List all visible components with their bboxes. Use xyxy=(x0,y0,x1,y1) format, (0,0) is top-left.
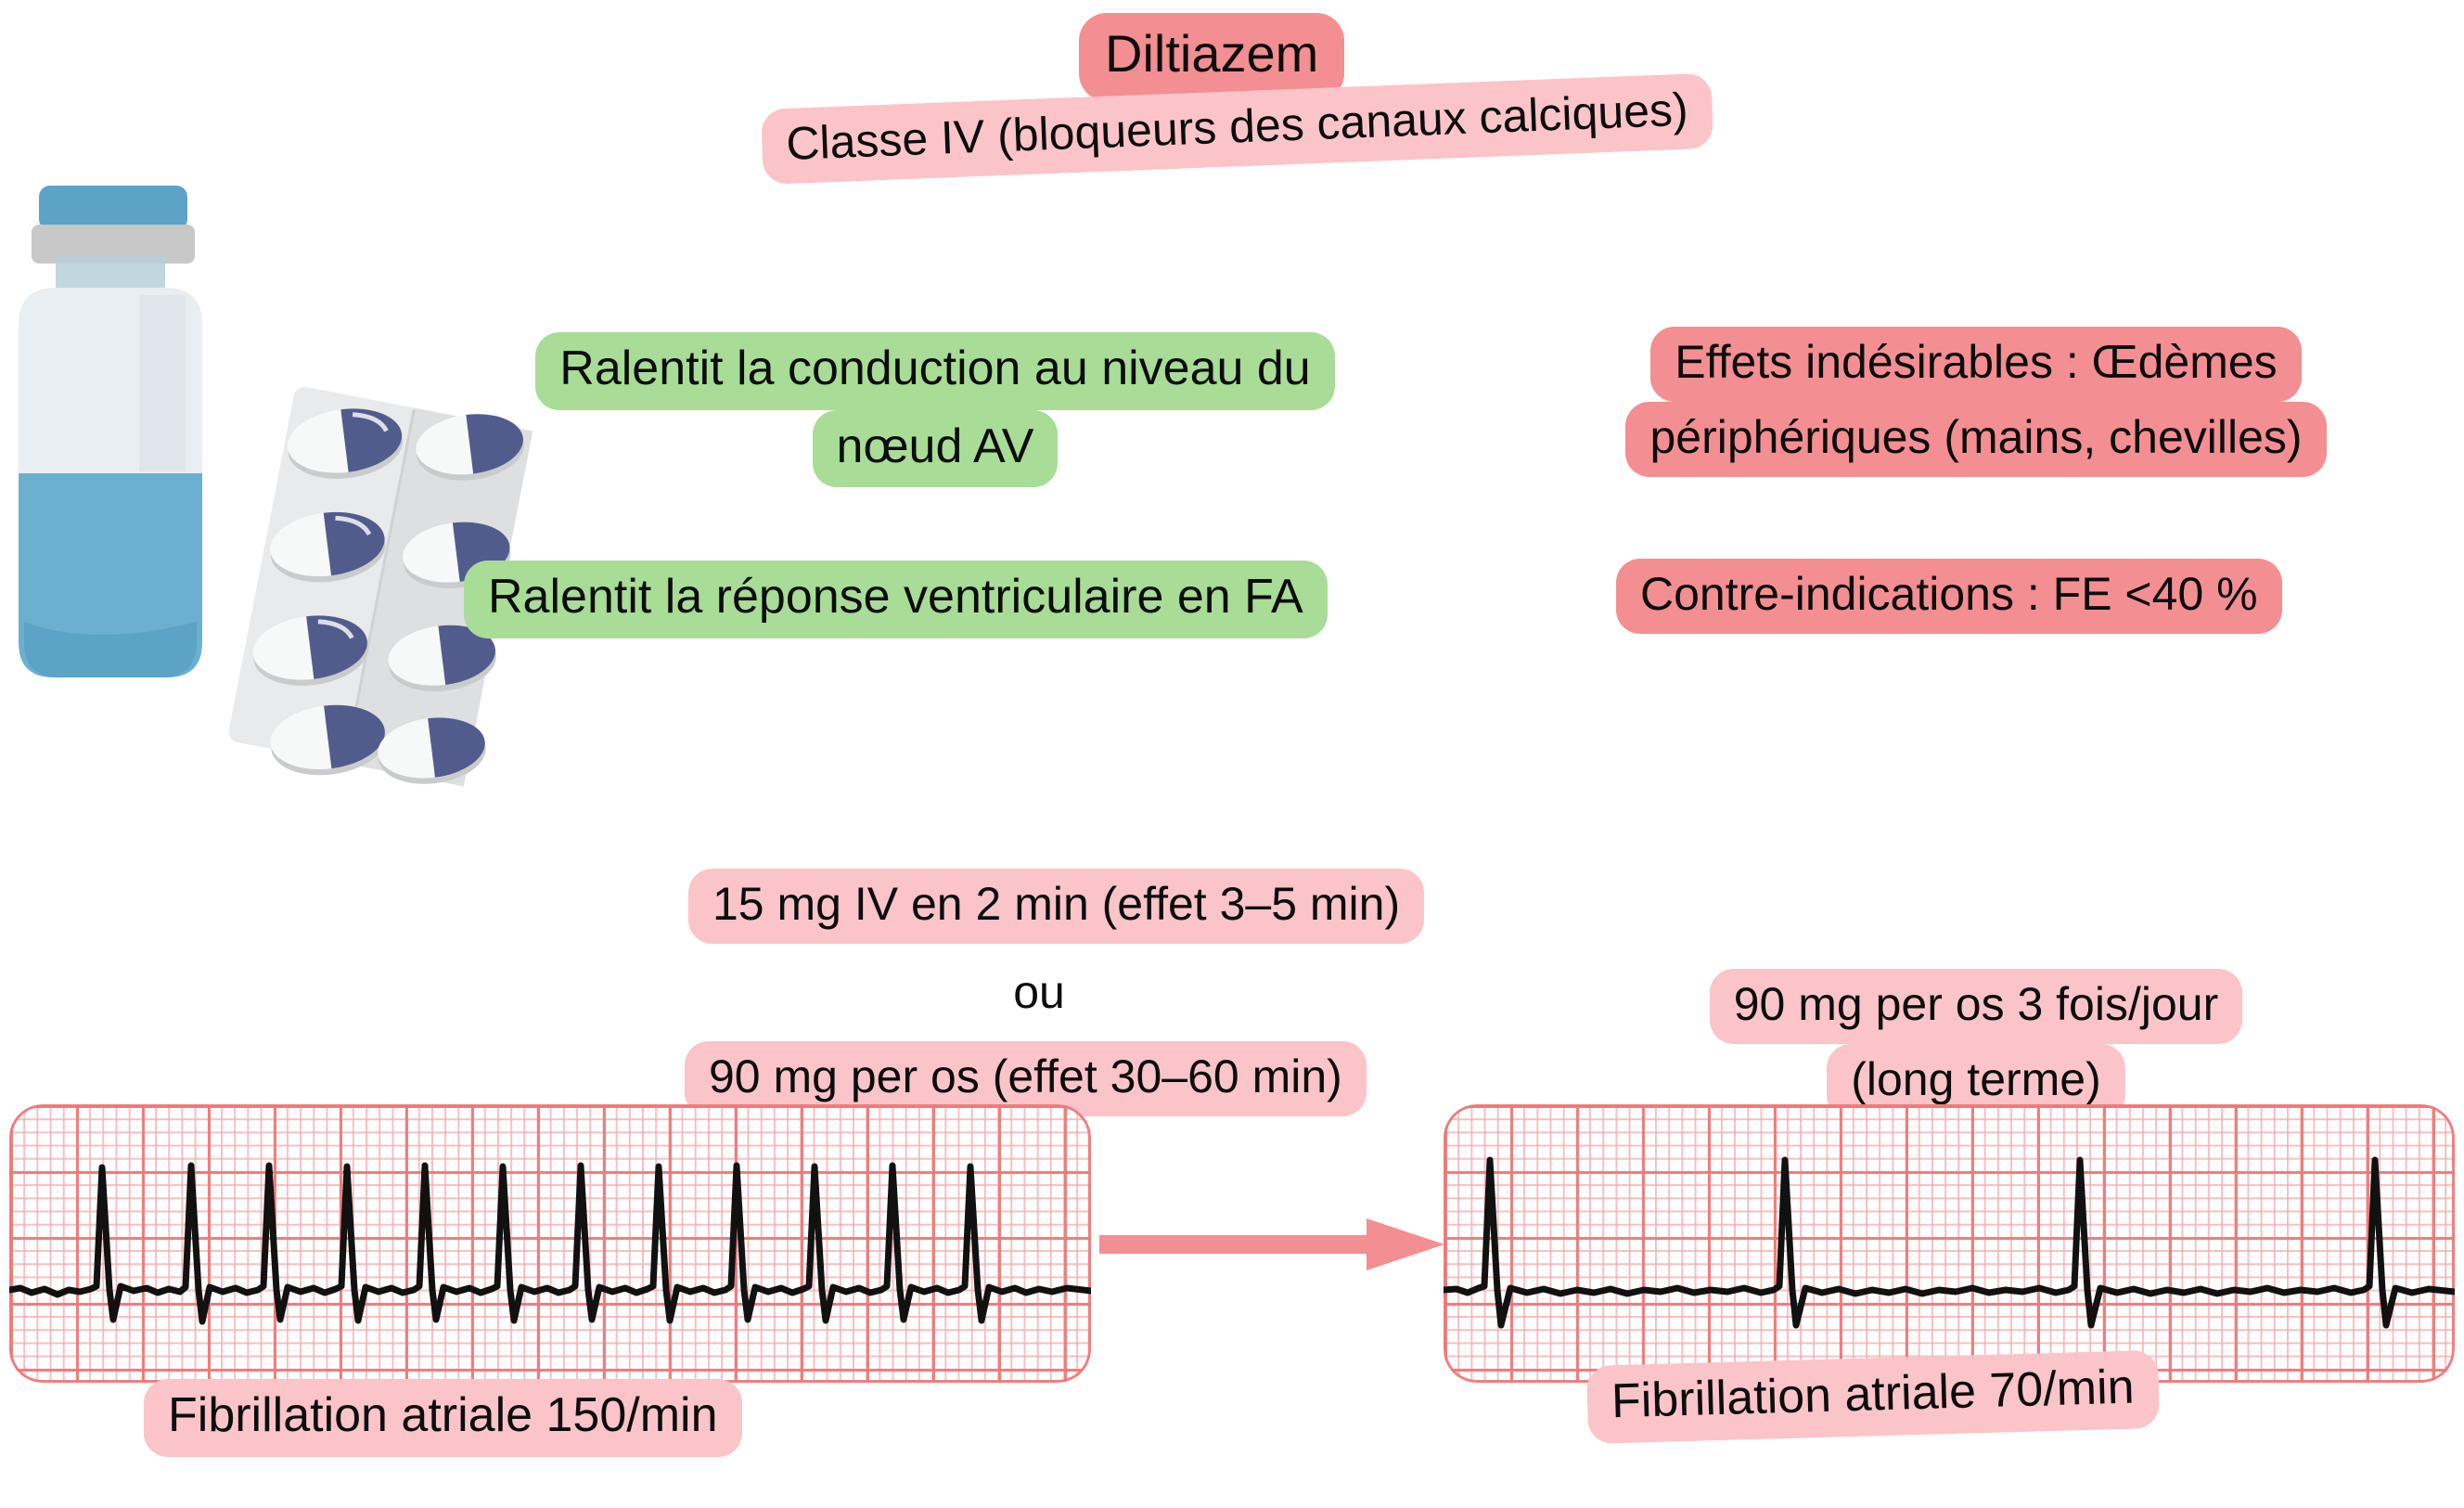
ecg-strip-after xyxy=(1444,1104,2455,1383)
ecg-after-label-text: Fibrillation atriale 70/min xyxy=(1586,1349,2160,1444)
dose-long-term-badge: 90 mg per os 3 fois/jour(long terme) xyxy=(1670,969,2282,1119)
mechanism-av-node-line2: nœud AV xyxy=(812,409,1059,488)
ecg-before-label-badge: Fibrillation atriale 150/min xyxy=(144,1379,742,1457)
dose-oral-badge: 90 mg per os (effet 30–60 min) xyxy=(685,1041,1367,1116)
dose-oral-text: 90 mg per os (effet 30–60 min) xyxy=(685,1041,1367,1116)
ecg-after-label-badge: Fibrillation atriale 70/min xyxy=(1586,1349,2160,1444)
drug-title-badge: Diltiazem xyxy=(1079,13,1345,101)
ecg-strip-before xyxy=(9,1104,1091,1383)
ecg-trace-before xyxy=(9,1162,1091,1325)
transition-arrow-icon xyxy=(1099,1218,1444,1270)
dose-iv-badge: 15 mg IV en 2 min (effet 3–5 min) xyxy=(688,869,1425,944)
ecg-before-label-text: Fibrillation atriale 150/min xyxy=(144,1379,742,1457)
dose-connector-label: ou xyxy=(1013,966,1065,1018)
drug-title-text: Diltiazem xyxy=(1079,13,1345,101)
contraindications-badge: Contre-indications : FE <40 % xyxy=(1616,559,2282,634)
adverse-effects-line1: Effets indésirables : Œdèmes xyxy=(1650,327,2302,402)
dose-long-term-line1: 90 mg per os 3 fois/jour xyxy=(1709,969,2243,1044)
medicine-vial-icon xyxy=(19,186,202,677)
adverse-effects-line2: périphériques (mains, chevilles) xyxy=(1625,402,2327,477)
pill-blister-pack-icon xyxy=(228,386,533,787)
mechanism-av-node-line1: Ralentit la conduction au niveau du xyxy=(535,332,1335,410)
ecg-trace-after xyxy=(1444,1156,2455,1329)
dose-iv-text: 15 mg IV en 2 min (effet 3–5 min) xyxy=(688,869,1425,944)
mechanism-ventricular-rate-text: Ralentit la réponse ventriculaire en FA xyxy=(464,561,1328,638)
medication-illustration xyxy=(19,186,533,787)
mechanism-ventricular-rate-badge: Ralentit la réponse ventriculaire en FA xyxy=(464,561,1328,638)
contraindications-text: Contre-indications : FE <40 % xyxy=(1616,559,2282,634)
